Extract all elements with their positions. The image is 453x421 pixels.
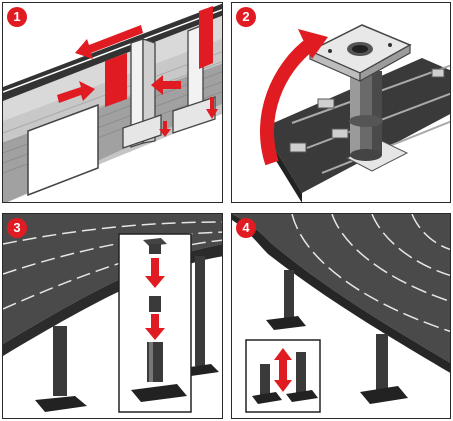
red-arrow-icon xyxy=(206,97,218,119)
red-arrow-icon xyxy=(159,121,171,137)
step-3-badge: 3 xyxy=(7,218,27,238)
step-2-illustration xyxy=(259,24,450,202)
red-arrow-icon xyxy=(75,25,143,59)
step-2-panel: 2 xyxy=(231,2,451,203)
step-1-panel: 1 xyxy=(2,2,223,203)
step-4-panel: 4 xyxy=(231,213,451,419)
double-headed-arrow-icon xyxy=(274,348,292,392)
step-3-illustration xyxy=(3,214,222,413)
red-arrow-icon xyxy=(57,81,95,103)
step-3-panel: 3 xyxy=(2,213,223,419)
step-1-badge: 1 xyxy=(7,7,27,27)
step-4-badge: 4 xyxy=(236,218,256,238)
red-arrow-icon xyxy=(151,75,181,95)
step-4-illustration xyxy=(232,214,450,413)
step-1-illustration xyxy=(3,3,222,202)
red-arrow-icon xyxy=(145,258,165,288)
red-arrow-icon xyxy=(145,314,165,340)
step-2-badge: 2 xyxy=(236,7,256,27)
curved-rotate-arrow-icon xyxy=(259,29,328,166)
